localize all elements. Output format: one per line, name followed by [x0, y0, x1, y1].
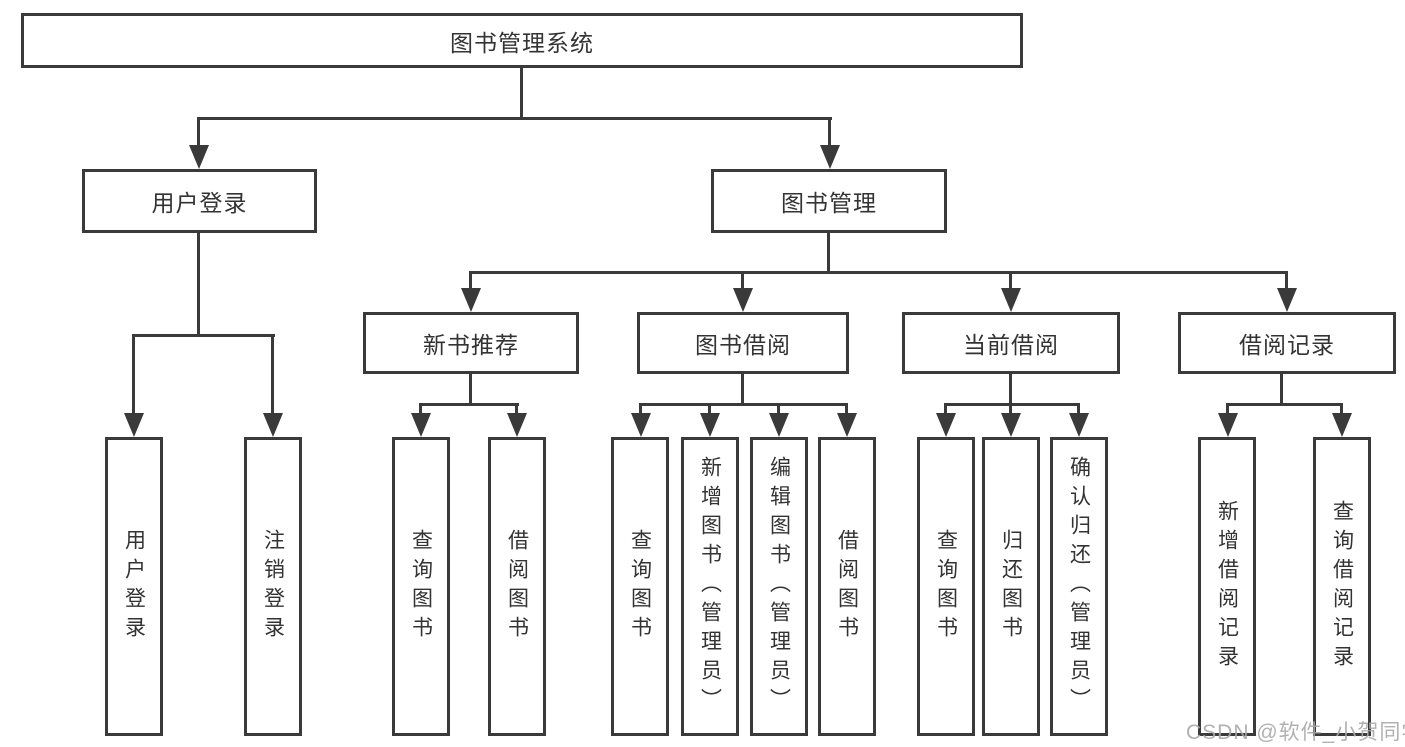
connector-line: [419, 403, 519, 406]
node-user-login: 用户登录: [82, 169, 317, 233]
arrow-down-icon: [769, 413, 789, 437]
leaf-add-borrow-record: 新增借阅记录: [1198, 437, 1256, 736]
connector-line: [132, 334, 275, 337]
leaf-borrow-books-recommend: 借阅图书: [488, 437, 546, 736]
connector-line: [639, 403, 848, 406]
leaf-logout: 注销登录: [244, 437, 302, 736]
connector-line: [944, 403, 947, 419]
connector-line: [1226, 403, 1229, 419]
leaf-user-login: 用户登录: [105, 437, 163, 736]
connector-line: [1009, 403, 1012, 419]
arrow-down-icon: [1001, 288, 1021, 312]
node-new-book-recommend: 新书推荐: [363, 312, 579, 374]
connector-line: [1009, 271, 1012, 294]
arrow-down-icon: [820, 145, 840, 169]
connector-line: [515, 403, 518, 419]
leaf-query-books-recommend: 查询图书: [392, 437, 450, 736]
node-borrow-records: 借阅记录: [1178, 312, 1396, 374]
connector-line: [197, 233, 200, 337]
node-current-borrow: 当前借阅: [902, 312, 1120, 374]
arrow-down-icon: [837, 413, 857, 437]
leaf-query-borrow-record: 查询借阅记录: [1313, 437, 1371, 736]
connector-line: [271, 334, 274, 419]
connector-line: [845, 403, 848, 419]
leaf-confirm-return-admin: 确认归还（管理员）: [1050, 437, 1108, 736]
leaf-return-books: 归还图书: [982, 437, 1040, 736]
connector-line: [1009, 374, 1012, 406]
connector-line: [828, 117, 831, 151]
connector-line: [777, 403, 780, 419]
arrow-down-icon: [1332, 413, 1352, 437]
leaf-edit-books-admin: 编辑图书（管理员）: [750, 437, 808, 736]
connector-line: [827, 233, 830, 274]
connector-line: [469, 271, 472, 294]
arrow-down-icon: [411, 413, 431, 437]
connector-line: [639, 403, 642, 419]
connector-line: [419, 403, 422, 419]
arrow-down-icon: [1277, 288, 1297, 312]
arrow-down-icon: [1001, 413, 1021, 437]
arrow-down-icon: [733, 288, 753, 312]
connector-line: [1280, 374, 1283, 406]
leaf-query-books-borrow: 查询图书: [611, 437, 669, 736]
connector-line: [1226, 403, 1343, 406]
arrow-down-icon: [461, 288, 481, 312]
connector-line: [132, 334, 135, 419]
node-book-borrow: 图书借阅: [637, 312, 849, 374]
connector-line: [197, 117, 200, 151]
connector-line: [1077, 403, 1080, 419]
leaf-add-books-admin: 新增图书（管理员）: [681, 437, 739, 736]
connector-line: [198, 117, 832, 120]
arrow-down-icon: [263, 413, 283, 437]
leaf-borrow-books: 借阅图书: [818, 437, 876, 736]
connector-line: [469, 374, 472, 406]
arrow-down-icon: [1069, 413, 1089, 437]
leaf-query-books-current: 查询图书: [917, 437, 975, 736]
node-library-system: 图书管理系统: [21, 13, 1023, 68]
arrow-down-icon: [507, 413, 527, 437]
arrow-down-icon: [1218, 413, 1238, 437]
arrow-down-icon: [124, 413, 144, 437]
arrow-down-icon: [700, 413, 720, 437]
connector-line: [1285, 271, 1288, 294]
connector-line: [741, 271, 744, 294]
connector-line: [520, 68, 523, 118]
arrow-down-icon: [631, 413, 651, 437]
arrow-down-icon: [936, 413, 956, 437]
node-book-management: 图书管理: [711, 169, 947, 233]
connector-line: [741, 374, 744, 406]
arrow-down-icon: [189, 145, 209, 169]
connector-line: [1340, 403, 1343, 419]
connector-line: [470, 271, 1287, 274]
connector-line: [708, 403, 711, 419]
csdn-watermark: CSDN @软件_小贺同学: [1186, 721, 1405, 744]
connector-line: [944, 403, 1080, 406]
